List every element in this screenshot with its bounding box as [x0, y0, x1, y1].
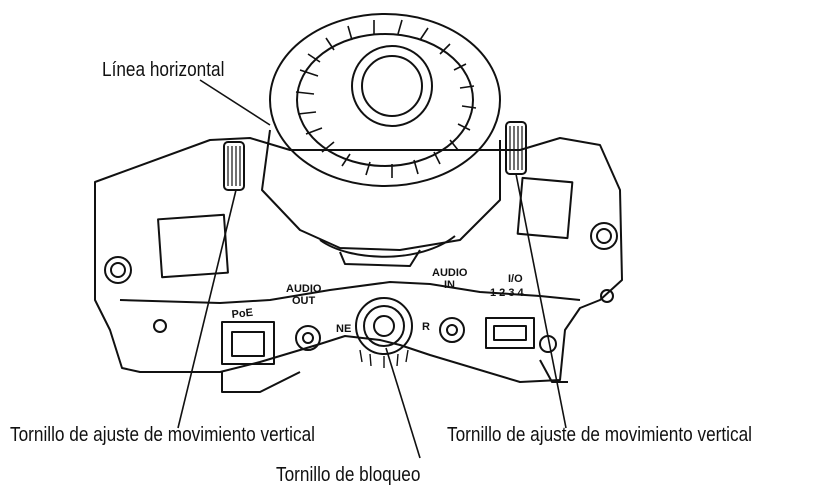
left-small-screw — [153, 319, 167, 333]
audio-out-marking-2: OUT — [292, 295, 316, 307]
audio-in-marking-2: IN — [444, 279, 455, 291]
audio-in-marking: AUDIO — [432, 267, 468, 279]
camera-housing — [94, 137, 623, 383]
lock-left-marking: NE — [336, 323, 351, 335]
camera-lens — [351, 45, 433, 127]
leader-line-horizontal — [199, 79, 271, 126]
io-marking: I/O — [508, 273, 523, 285]
label-tilt-screw-right: Tornillo de ajuste de movimiento vertica… — [447, 424, 752, 446]
label-tilt-screw-left: Tornillo de ajuste de movimiento vertica… — [10, 424, 315, 446]
leader-line-tilt-left — [177, 189, 237, 429]
audio-out-jack — [295, 325, 321, 351]
tilt-screw-left — [223, 141, 245, 191]
audio-in-jack — [439, 317, 465, 343]
left-wing-plate — [157, 213, 229, 279]
lock-screw — [355, 297, 413, 368]
lens-holder — [261, 129, 501, 251]
ir-led-ring — [269, 13, 501, 187]
lock-right-marking: R — [422, 321, 430, 333]
label-horizontal-line: Línea horizontal — [102, 59, 225, 81]
right-small-screw — [600, 289, 614, 303]
leader-line-tilt-right — [515, 173, 567, 429]
left-mount-hole — [104, 256, 132, 284]
poe-port — [221, 321, 275, 365]
right-mount-hole — [590, 222, 618, 250]
label-lock-screw: Tornillo de bloqueo — [276, 464, 421, 486]
io-terminal — [485, 317, 535, 349]
poe-marking: PoE — [231, 307, 254, 321]
leader-line-lock — [385, 347, 421, 459]
front-panel-edge — [119, 281, 581, 304]
ir-led-cells — [295, 19, 477, 178]
right-wing-plate — [516, 176, 574, 240]
audio-out-marking: AUDIO — [286, 283, 322, 295]
tilt-screw-right — [505, 121, 527, 175]
io-pins-marking: 1 2 3 4 — [490, 287, 525, 299]
